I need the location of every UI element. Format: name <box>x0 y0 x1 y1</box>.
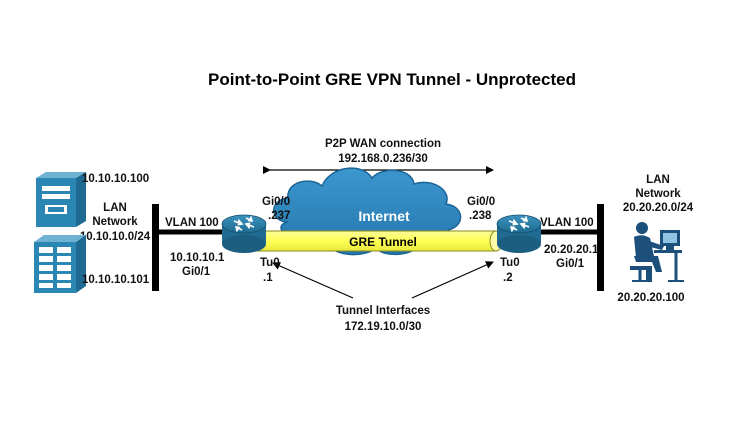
left-vlan-label: VLAN 100 <box>165 217 219 229</box>
left-wan-host-label: .237 <box>268 210 290 222</box>
left-lan-bar <box>152 204 159 291</box>
left-lan-ip-label: 10.10.10.1 <box>170 252 225 264</box>
server-top-ip-label: 10.10.10.100 <box>82 173 149 185</box>
server-rack-icon <box>34 235 86 293</box>
user-workstation-icon <box>630 222 684 282</box>
internet-label: Internet <box>358 208 410 224</box>
server-icon <box>36 172 86 227</box>
right-lan-subnet-label: 20.20.20.0/24 <box>623 202 694 214</box>
right-lan-network-label: Network <box>635 188 681 200</box>
left-lan-label: LAN <box>103 202 127 214</box>
right-lan-label: LAN <box>646 174 670 186</box>
left-tun-host-label: .1 <box>263 272 273 284</box>
tunnel-subnet-label: 172.19.10.0/30 <box>345 321 422 333</box>
right-router-icon <box>496 214 542 253</box>
workstation-ip-label: 20.20.20.100 <box>617 292 684 304</box>
right-wan-host-label: .238 <box>469 210 492 222</box>
left-router-icon <box>221 214 267 253</box>
left-tun-if-label: Tu0 <box>260 257 280 269</box>
wan-connection-label: P2P WAN connection <box>325 138 441 150</box>
server-bottom-ip-label: 10.10.10.101 <box>82 274 150 286</box>
tunnel-if-arrow-left <box>272 262 354 299</box>
right-lan-if-label: Gi0/1 <box>556 258 585 270</box>
gre-tunnel: GRE Tunnel <box>243 230 503 252</box>
left-wan-if-label: Gi0/0 <box>262 196 290 208</box>
left-lan-network-label: Network <box>92 216 138 228</box>
right-lan-ip-label: 20.20.20.1 <box>544 244 599 256</box>
right-tun-host-label: .2 <box>503 272 513 284</box>
right-vlan-label: VLAN 100 <box>540 217 594 229</box>
diagram-title: Point-to-Point GRE VPN Tunnel - Unprotec… <box>208 70 576 89</box>
right-lan-bar <box>597 204 604 291</box>
left-lan-if-label: Gi0/1 <box>182 266 211 278</box>
tunnel-if-arrow-right <box>411 261 494 299</box>
wan-subnet-label: 192.168.0.236/30 <box>338 153 428 165</box>
tunnel-interfaces-label: Tunnel Interfaces <box>336 305 430 317</box>
gre-tunnel-label: GRE Tunnel <box>349 235 417 249</box>
left-lan-subnet-label: 10.10.10.0/24 <box>80 231 151 243</box>
right-wan-if-label: Gi0/0 <box>467 196 495 208</box>
right-tun-if-label: Tu0 <box>500 257 520 269</box>
